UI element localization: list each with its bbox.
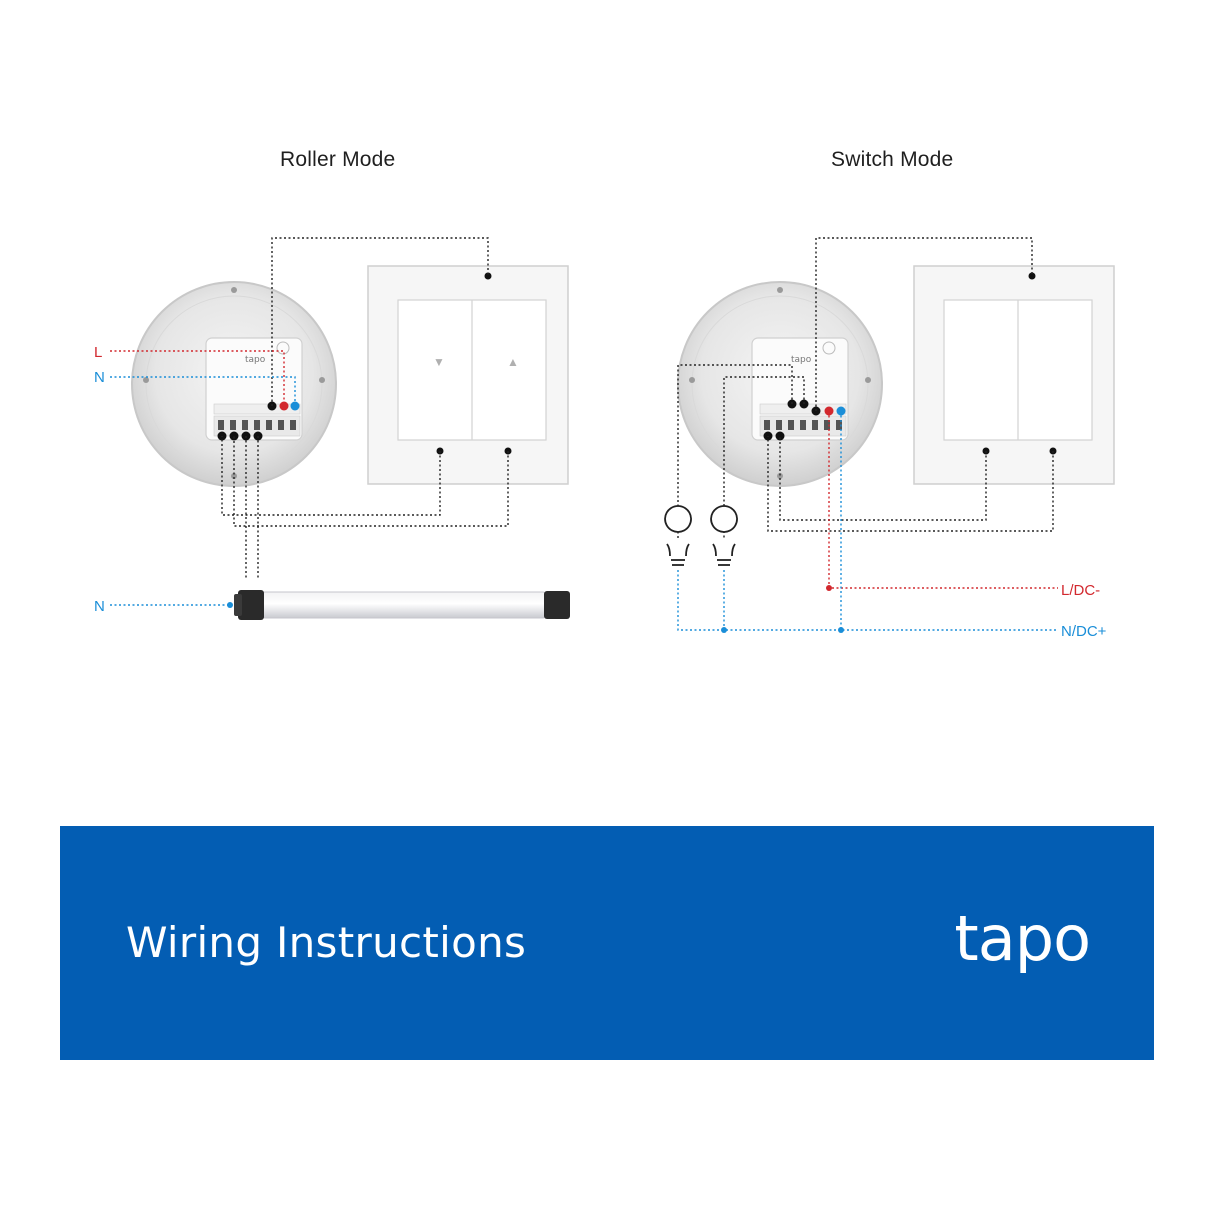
switch-neutral-label: N/DC+	[1061, 623, 1107, 640]
light-bulb-icon	[664, 505, 692, 566]
banner-title: Wiring Instructions	[126, 918, 527, 967]
switch-module: tapo	[751, 337, 849, 441]
tubular-motor	[234, 590, 570, 620]
light-bulb-icon	[710, 505, 738, 566]
roller-wall-switch: ▼ ▲	[367, 265, 569, 485]
roller-mode-title: Roller Mode	[280, 148, 396, 171]
switch-live-label: L/DC-	[1061, 582, 1100, 599]
motor-neutral-label: N	[94, 598, 105, 615]
switch-module-logo: tapo	[791, 355, 812, 365]
wiring-diagram: tapo ▼ ▲	[94, 237, 1115, 640]
switch-wall-switch	[913, 265, 1115, 485]
footer-banner: Wiring Instructions tapo	[60, 826, 1154, 1060]
roller-down-arrow: ▼	[433, 355, 445, 369]
brand-logo: tapo	[954, 902, 1091, 975]
roller-live-label: L	[94, 344, 102, 361]
roller-module: tapo	[205, 337, 303, 441]
roller-neutral-label: N	[94, 369, 105, 386]
roller-up-arrow: ▲	[507, 355, 519, 369]
roller-module-logo: tapo	[245, 355, 266, 365]
switch-mode-title: Switch Mode	[831, 148, 954, 171]
switch-dotted-wires	[677, 237, 1054, 540]
roller-mode-diagram: tapo ▼ ▲	[94, 237, 570, 620]
roller-terminal-n-dot	[290, 401, 300, 411]
switch-mode-diagram: tapo	[664, 237, 1115, 640]
roller-terminal-l-dot	[279, 401, 289, 411]
roller-dotted-wires	[221, 237, 509, 580]
